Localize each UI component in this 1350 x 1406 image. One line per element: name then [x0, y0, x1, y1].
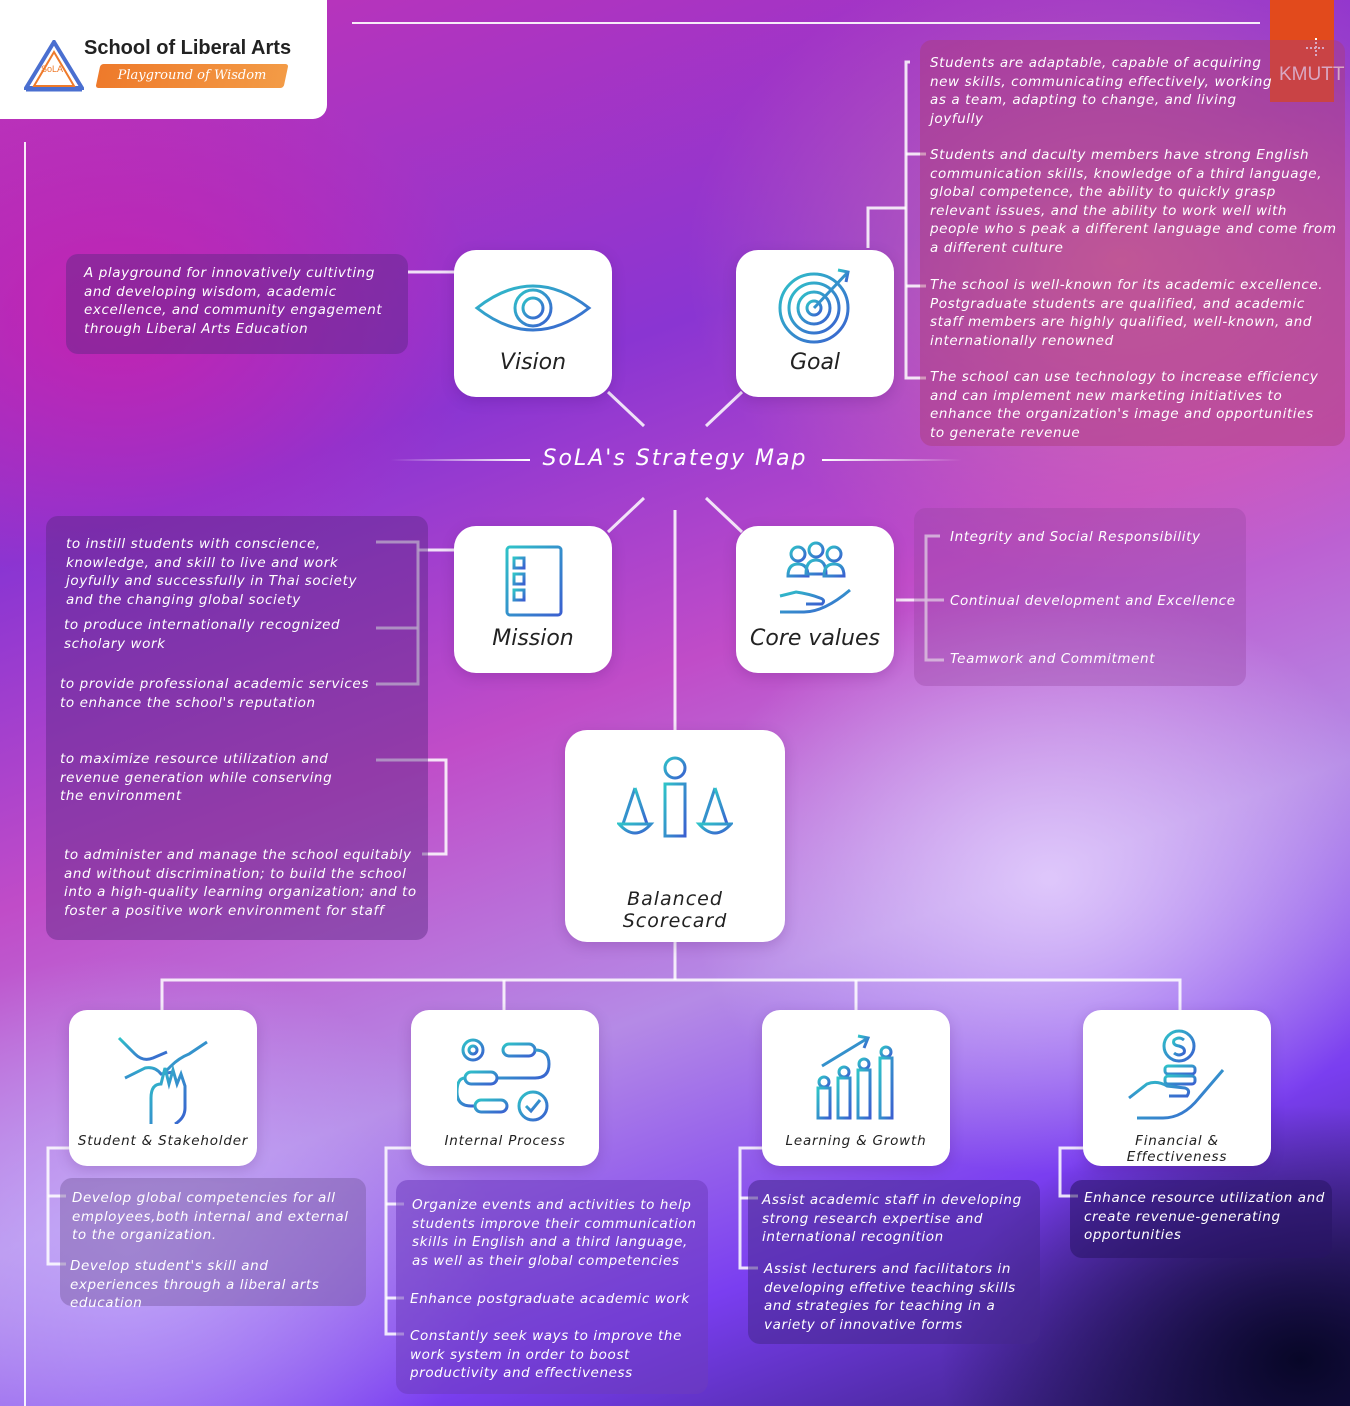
scale-icon: [617, 756, 733, 868]
perspective-label-learning-growth: Learning & Growth: [785, 1133, 927, 1149]
perspective-card-internal-process[interactable]: Internal Process: [411, 1010, 599, 1166]
vision-card[interactable]: Vision: [454, 250, 612, 397]
perspective-label-internal-process: Internal Process: [444, 1133, 566, 1149]
student-stakeholder-item-1: Develop global competencies for all empl…: [72, 1190, 349, 1244]
core-values-card[interactable]: Core values: [736, 526, 894, 673]
sola-logo-text: SoLA: [41, 64, 64, 74]
eye-icon: [474, 284, 592, 332]
internal-process-panel: [396, 1180, 708, 1394]
vision-label: Vision: [499, 350, 567, 375]
mission-item-3: to provide professional academic service…: [60, 676, 369, 711]
growth-chart-icon: [812, 1033, 900, 1120]
goal-item-1: Students are adaptable, capable of acqui…: [930, 55, 1273, 127]
people-hand-icon: [779, 541, 851, 614]
learning-growth-item-1: Assist academic staff in developing stro…: [762, 1192, 1022, 1246]
financial-effectiveness-item-1: Enhance resource utilization and create …: [1084, 1190, 1325, 1244]
school-name: School of Liberal Arts: [84, 37, 292, 59]
kmutt-logo: KMUTT: [1270, 0, 1345, 102]
core-value-1: Integrity and Social Responsibility: [950, 529, 1201, 545]
mission-panel: [46, 516, 428, 940]
core-values-label: Core values: [750, 626, 880, 651]
goal-label: Goal: [789, 350, 841, 375]
mission-card[interactable]: Mission: [454, 526, 612, 673]
process-flow-icon: [457, 1038, 551, 1122]
mission-item-2: to produce internationally recognized sc…: [64, 617, 341, 652]
goal-item-3: The school is well-known for its academi…: [930, 277, 1324, 349]
goal-panel: [920, 40, 1345, 446]
core-values-panel: [914, 508, 1246, 686]
left-vertical-line: [24, 142, 26, 1406]
goal-item-4: The school can use technology to increas…: [930, 369, 1319, 441]
goal-item-2: Students and daculty members have strong…: [930, 147, 1337, 256]
goal-card[interactable]: Goal: [736, 250, 894, 397]
top-divider: [352, 22, 1260, 24]
sola-logo-icon: [24, 40, 84, 92]
learning-growth-item-2: Assist lecturers and facilitators in dev…: [764, 1261, 1016, 1333]
internal-process-item-3: Constantly seek ways to improve the work…: [410, 1328, 682, 1382]
perspective-label-financial-effectiveness: Financial & Effectiveness: [1126, 1133, 1228, 1165]
perspective-card-financial-effectiveness[interactable]: Financial & Effectiveness: [1083, 1010, 1271, 1166]
mission-label: Mission: [492, 626, 574, 651]
learning-growth-panel: [748, 1180, 1040, 1344]
perspective-card-learning-growth[interactable]: Learning & Growth: [762, 1010, 950, 1166]
checklist-icon: [505, 545, 563, 617]
mission-item-5: to administer and manage the school equi…: [64, 847, 417, 919]
vision-panel: [66, 254, 408, 354]
mission-item-4: to maximize resource utilization and rev…: [60, 751, 333, 805]
header-bar: [0, 0, 327, 119]
title-line-left: [390, 459, 530, 461]
financial-effectiveness-panel: [1070, 1180, 1332, 1258]
mission-item-1: to instill students with conscience, kno…: [66, 536, 358, 608]
perspective-card-student-stakeholder[interactable]: Student & Stakeholder: [69, 1010, 257, 1166]
kmutt-plus-icon: [1306, 38, 1326, 58]
kmutt-logo-text: KMUTT: [1279, 64, 1345, 85]
title-line-right: [822, 459, 962, 461]
scorecard-label-line1: Balanced: [627, 888, 723, 910]
coin-hand-icon: [1128, 1029, 1225, 1120]
student-stakeholder-item-2: Develop student's skill and experiences …: [70, 1258, 320, 1312]
target-icon: [778, 268, 850, 344]
strategy-map-title: SoLA's Strategy Map: [542, 446, 808, 471]
student-stakeholder-panel: [60, 1178, 366, 1306]
scorecard-label-line2: Scorecard: [622, 910, 728, 932]
core-value-2: Continual development and Excellence: [950, 593, 1236, 609]
core-value-3: Teamwork and Commitment: [950, 651, 1156, 667]
balanced-scorecard-card[interactable]: Balanced Scorecard: [565, 730, 785, 942]
perspective-label-student-stakeholder: Student & Stakeholder: [77, 1133, 249, 1149]
vision-statement: A playground for innovatively cultivting…: [84, 265, 383, 337]
joined-hands-icon: [117, 1036, 208, 1124]
internal-process-item-1: Organize events and activities to help s…: [412, 1197, 697, 1269]
internal-process-item-2: Enhance postgraduate academic work: [410, 1291, 690, 1307]
